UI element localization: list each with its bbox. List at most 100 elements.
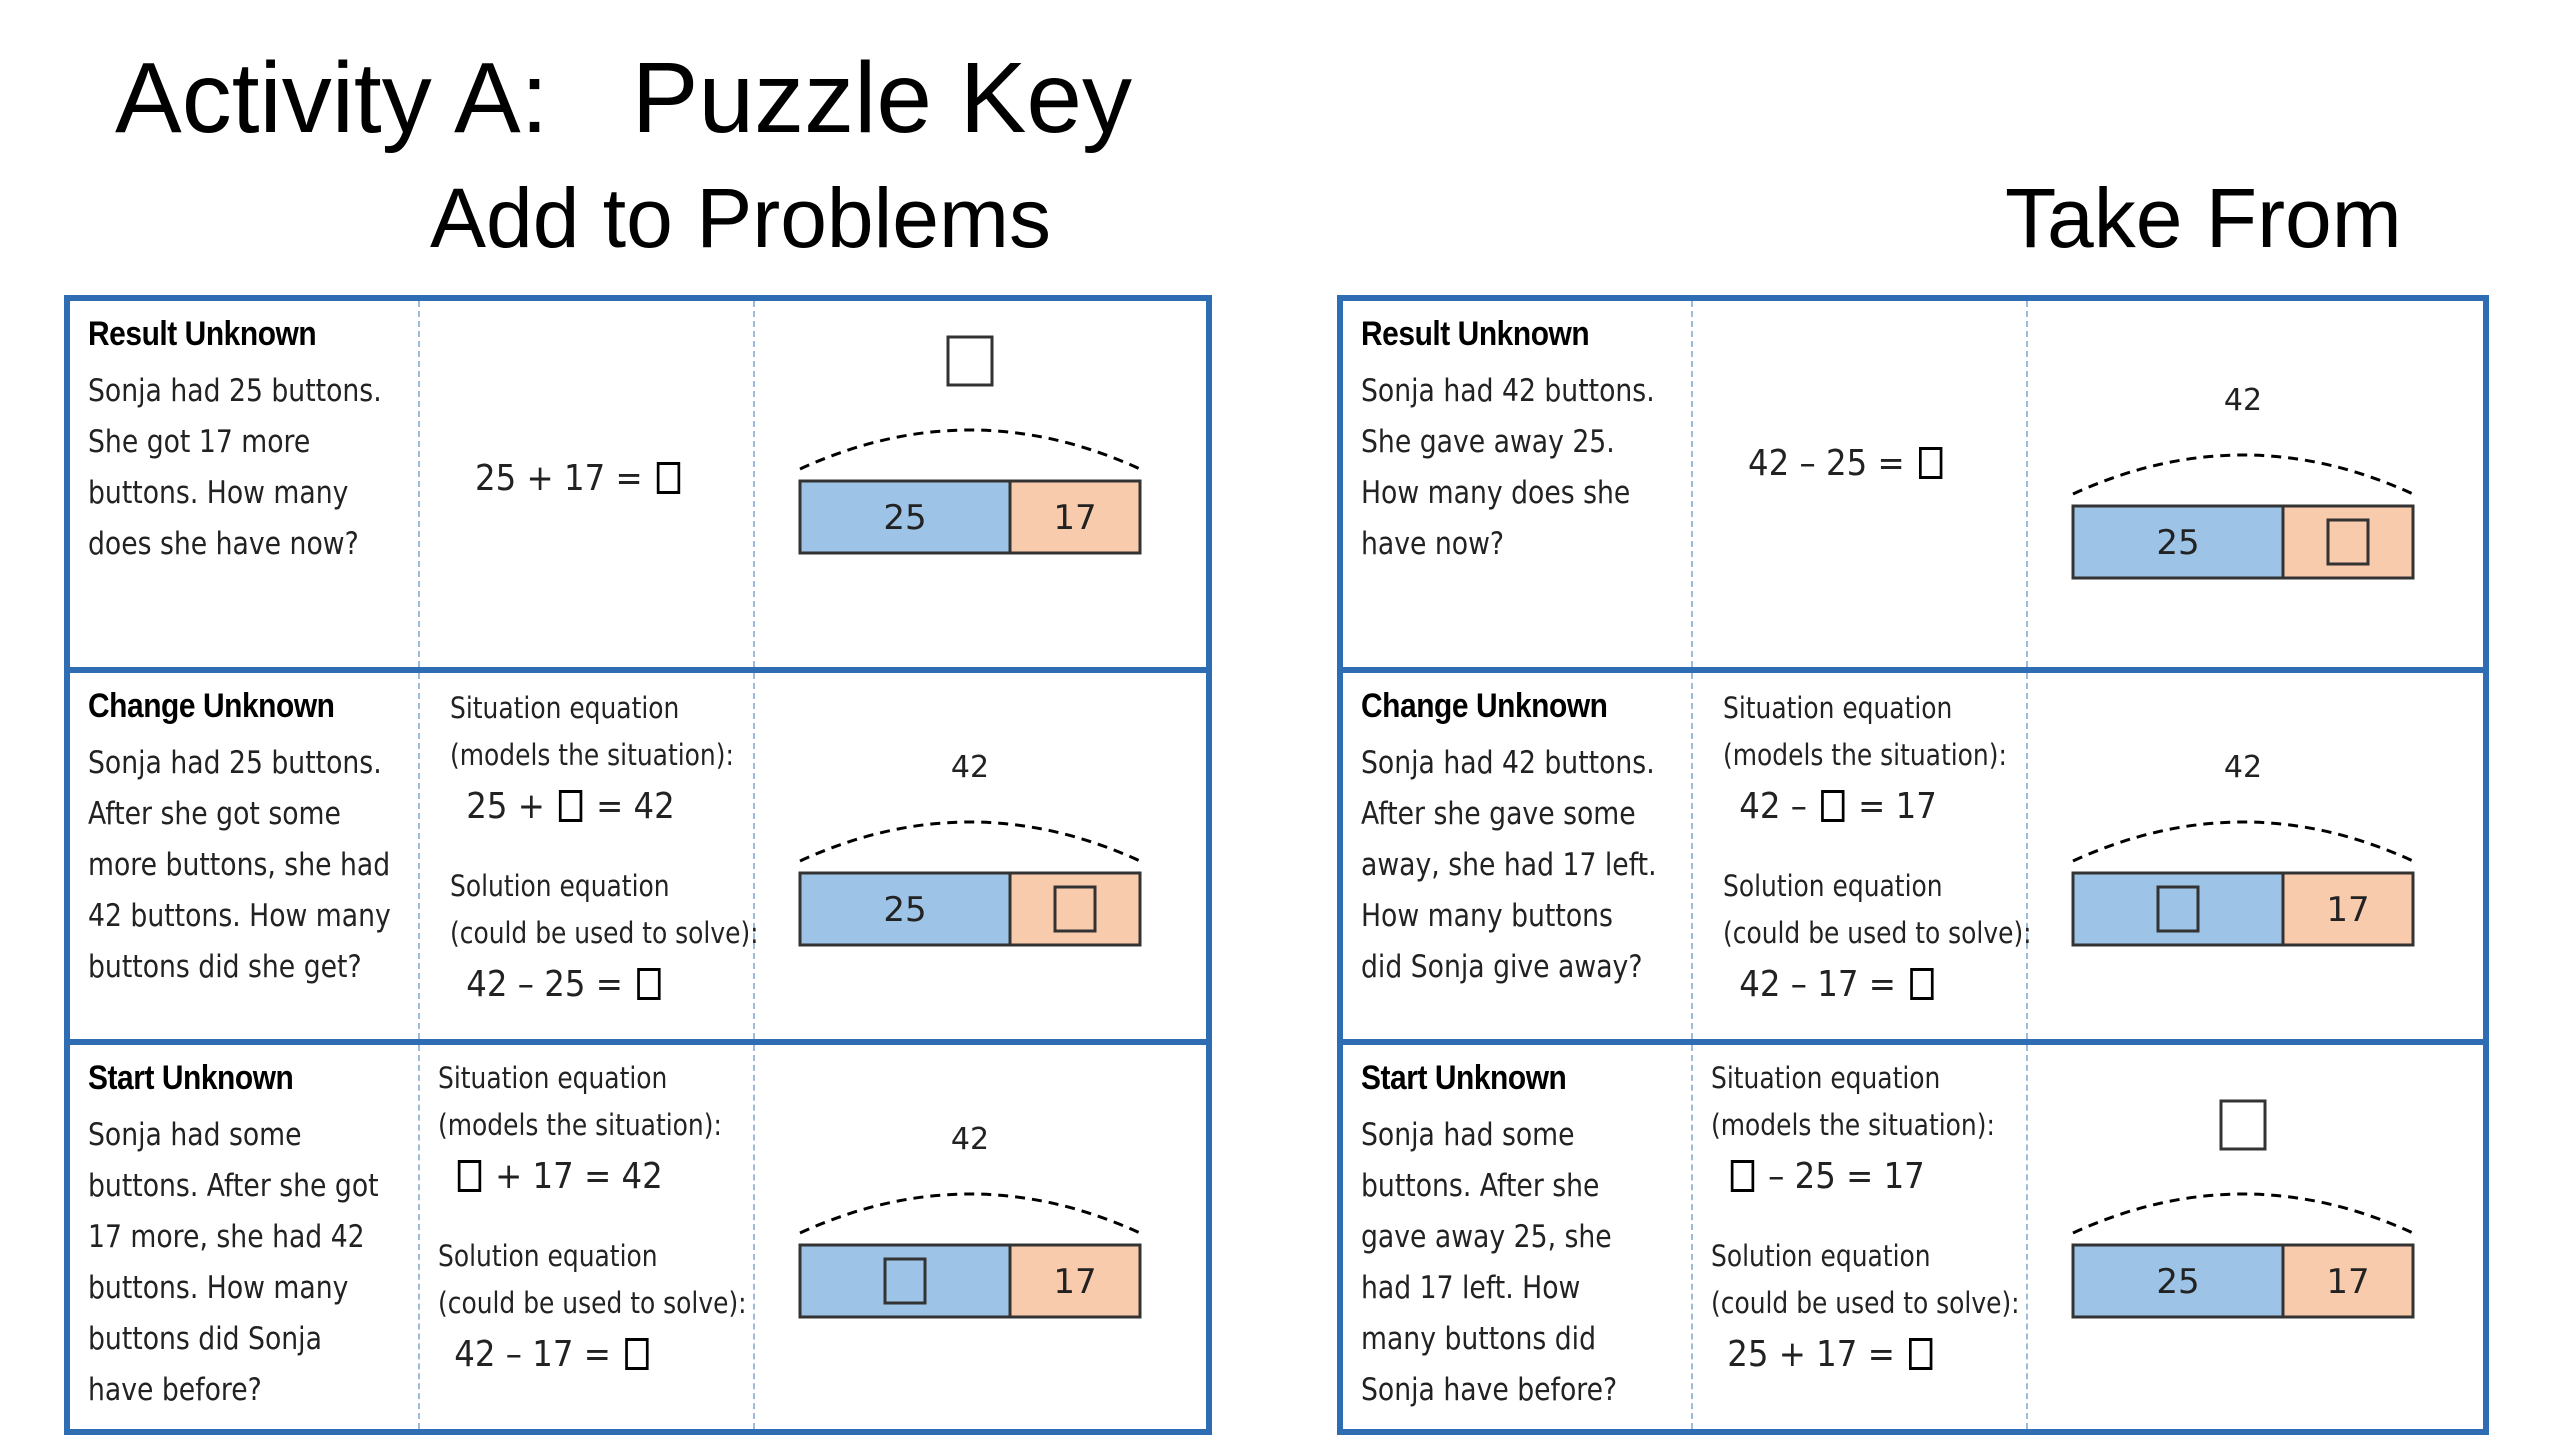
tape-diagram-cell: 25 17 — [2028, 1045, 2483, 1429]
situation-label: (models the situation): — [438, 1108, 722, 1142]
story-line: 17 more, she had 42 — [88, 1219, 365, 1255]
equation-block: Situation equation (models the situation)… — [1723, 685, 2032, 1013]
bar-value-left: 25 — [2156, 523, 2199, 563]
situation-equation: 25 + = 42 — [450, 779, 723, 835]
bar-part-right — [1008, 1243, 1142, 1319]
tape-diagram: 42 25 — [2071, 383, 2415, 580]
bar-value-left: 25 — [883, 498, 926, 538]
story-line: After she gave some — [1361, 796, 1636, 832]
unknown-box-icon — [1909, 968, 1934, 1000]
equation-part: 42 – 25 = — [466, 964, 634, 1005]
equation-cell: Situation equation (models the situation)… — [1693, 1045, 2028, 1429]
case-title: Change Unknown — [88, 687, 335, 725]
case-title: Start Unknown — [88, 1059, 294, 1097]
solution-label: Solution equation — [1723, 869, 1943, 903]
story-line: After she got some — [88, 796, 341, 832]
story-line: buttons did Sonja — [88, 1321, 322, 1357]
story-line: Sonja had 42 buttons. — [1361, 373, 1655, 409]
story-line: more buttons, she had — [88, 847, 391, 883]
unknown-box-icon — [636, 968, 661, 1000]
story-line: buttons. How many — [88, 475, 349, 511]
total-brace — [2072, 820, 2414, 863]
case-title: Start Unknown — [1361, 1059, 1567, 1097]
solution-label: Solution equation — [450, 869, 670, 903]
total-brace — [799, 428, 1141, 471]
bar-value-left: 25 — [2156, 1262, 2199, 1302]
story-line: Sonja had 42 buttons. — [1361, 745, 1655, 781]
situation-label: (models the situation): — [1711, 1108, 1995, 1142]
unknown-box-icon — [1730, 1160, 1755, 1192]
equation-block: Situation equation (models the situation)… — [1711, 1055, 2026, 1383]
tape-diagram-cell: 42 25 — [2028, 301, 2483, 667]
case-title: Result Unknown — [1361, 315, 1590, 353]
unknown-total-box — [2219, 1099, 2267, 1151]
situation-label: Situation equation — [1723, 691, 1953, 725]
unknown-part-box — [883, 1257, 927, 1305]
total-label: 42 — [2224, 750, 2262, 785]
unknown-box-icon — [1908, 1338, 1933, 1370]
unknown-box-icon — [656, 462, 680, 494]
situation-equation: + 17 = 42 — [438, 1149, 722, 1205]
situation-label: (models the situation): — [450, 738, 734, 772]
equation-text: 25 + 17 = — [475, 458, 653, 499]
story-line: have before? — [88, 1372, 262, 1408]
bar-value-right: 17 — [2326, 1262, 2369, 1302]
situation-label: (models the situation): — [1723, 738, 2007, 772]
equation-part: 42 – 17 = — [1739, 964, 1907, 1005]
equation-part: + 17 = 42 — [484, 1156, 663, 1197]
story-line: does she have now? — [88, 526, 359, 562]
solution-label: (could be used to solve): — [450, 916, 759, 950]
tape-diagram: 25 17 — [2071, 1099, 2415, 1319]
solution-label: Solution equation — [1711, 1239, 1931, 1273]
equation-cell: 42 – 25 = — [1693, 301, 2028, 667]
total-brace — [2072, 1192, 2414, 1235]
story-line: buttons. How many — [88, 1270, 349, 1306]
story-line: Sonja had 25 buttons. — [88, 373, 382, 409]
unknown-box-icon — [457, 1160, 482, 1192]
solution-equation: 25 + 17 = — [1711, 1327, 1995, 1383]
equation-part: 42 – 17 = — [454, 1334, 622, 1375]
situation-label: Situation equation — [1711, 1061, 1941, 1095]
total-brace — [2072, 453, 2414, 496]
story-line: many buttons did — [1361, 1321, 1597, 1357]
unknown-part-box — [1053, 885, 1097, 933]
equation-block: Situation equation (models the situation)… — [450, 685, 759, 1013]
story-line: She gave away 25. — [1361, 424, 1615, 460]
story-line: Sonja had some — [88, 1117, 302, 1153]
solution-equation: 42 – 17 = — [438, 1327, 722, 1383]
unknown-total-box — [946, 335, 994, 387]
bar-part-left — [2071, 504, 2285, 580]
bar-part-left — [798, 1243, 1012, 1319]
case-title: Result Unknown — [88, 315, 317, 353]
equation-text: 42 – 25 = — [1748, 443, 1916, 484]
total-label: 42 — [2224, 383, 2262, 418]
situation-equation: – 25 = 17 — [1711, 1149, 1995, 1205]
story-line: had 17 left. How — [1361, 1270, 1581, 1306]
case-title: Change Unknown — [1361, 687, 1608, 725]
solution-equation: 42 – 17 = — [1723, 957, 1996, 1013]
bar-part-left — [798, 479, 1012, 555]
bar-part-left — [798, 871, 1012, 947]
unknown-box-icon — [1918, 447, 1943, 479]
equation-cell: Situation equation (models the situation)… — [1693, 673, 2032, 1039]
story-line: She got 17 more — [88, 424, 311, 460]
bar-value-left: 25 — [883, 890, 926, 930]
total-brace — [799, 820, 1141, 863]
unknown-part-box — [2156, 885, 2200, 933]
situation-label: Situation equation — [450, 691, 680, 725]
